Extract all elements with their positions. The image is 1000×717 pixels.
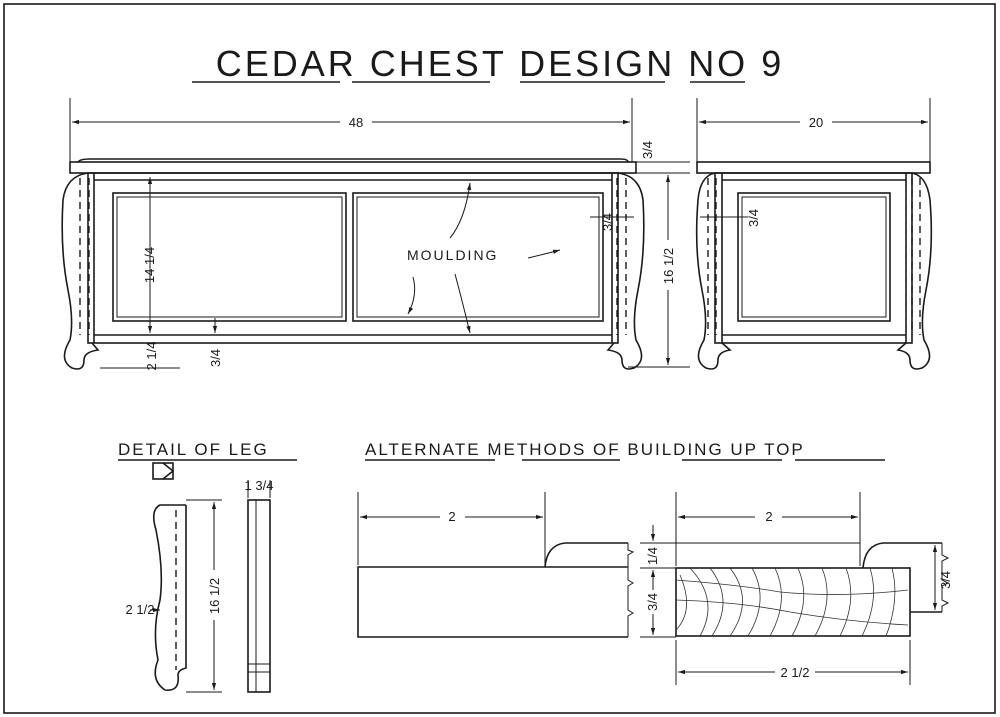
top-methods-heading: ALTERNATE METHODS OF BUILDING UP TOP <box>365 440 805 459</box>
left-moulding <box>544 542 628 568</box>
right-width-dim: 2 1/2 <box>781 665 810 680</box>
board-thickness-dim: 3/4 <box>645 593 660 611</box>
front-stile-dim: 3/4 <box>600 213 615 231</box>
side-width-dim: 20 <box>809 115 823 130</box>
top-thickness-dim: 3/4 <box>640 141 655 159</box>
leg-clearance-dim: 2 1/4 <box>144 342 159 371</box>
moulding-label: MOULDING <box>407 247 498 263</box>
top-methods: ALTERNATE METHODS OF BUILDING UP TOP 2 2… <box>357 440 953 685</box>
drawing-title: CEDAR CHEST DESIGN NO 9 <box>216 43 784 84</box>
leg-depth-dim: 2 1/2 <box>126 602 155 617</box>
leg-section-icon <box>152 462 174 480</box>
side-right-leg <box>896 172 933 370</box>
front-height-dim: 16 1/2 <box>661 248 676 284</box>
right-overhang-dim: 2 <box>765 509 772 524</box>
drawing-border <box>3 3 996 714</box>
panel-height-dim: 14 1/4 <box>142 247 157 283</box>
moulding-thickness-dim: 1/4 <box>645 547 660 565</box>
left-overhang-dim: 2 <box>448 509 455 524</box>
right-moulding <box>862 542 942 613</box>
side-view: 20 3/4 <box>695 98 933 370</box>
front-left-leg <box>61 172 100 370</box>
front-right-leg <box>606 172 645 370</box>
left-board <box>357 566 628 638</box>
side-stile-dim: 3/4 <box>746 209 761 227</box>
front-width-dim: 48 <box>349 115 363 130</box>
front-view: 48 14 1/4 2 1/4 3/4 3/4 3/4 16 1/2 <box>61 98 690 371</box>
side-left-leg <box>695 172 732 370</box>
leg-height-dim: 16 1/2 <box>207 578 222 614</box>
leg-detail: DETAIL OF LEG 16 1/2 2 1/2 1 3/4 <box>118 440 297 693</box>
leg-detail-heading: DETAIL OF LEG <box>118 440 269 459</box>
wood-grain <box>675 567 909 637</box>
right-board <box>675 567 911 637</box>
leg-profile <box>152 504 187 692</box>
leg-thickness-dim: 1 3/4 <box>245 478 274 493</box>
bottom-rail-dim: 3/4 <box>208 349 223 367</box>
leg-side-profile <box>247 499 271 693</box>
right-moulding-dim: 3/4 <box>938 571 953 589</box>
